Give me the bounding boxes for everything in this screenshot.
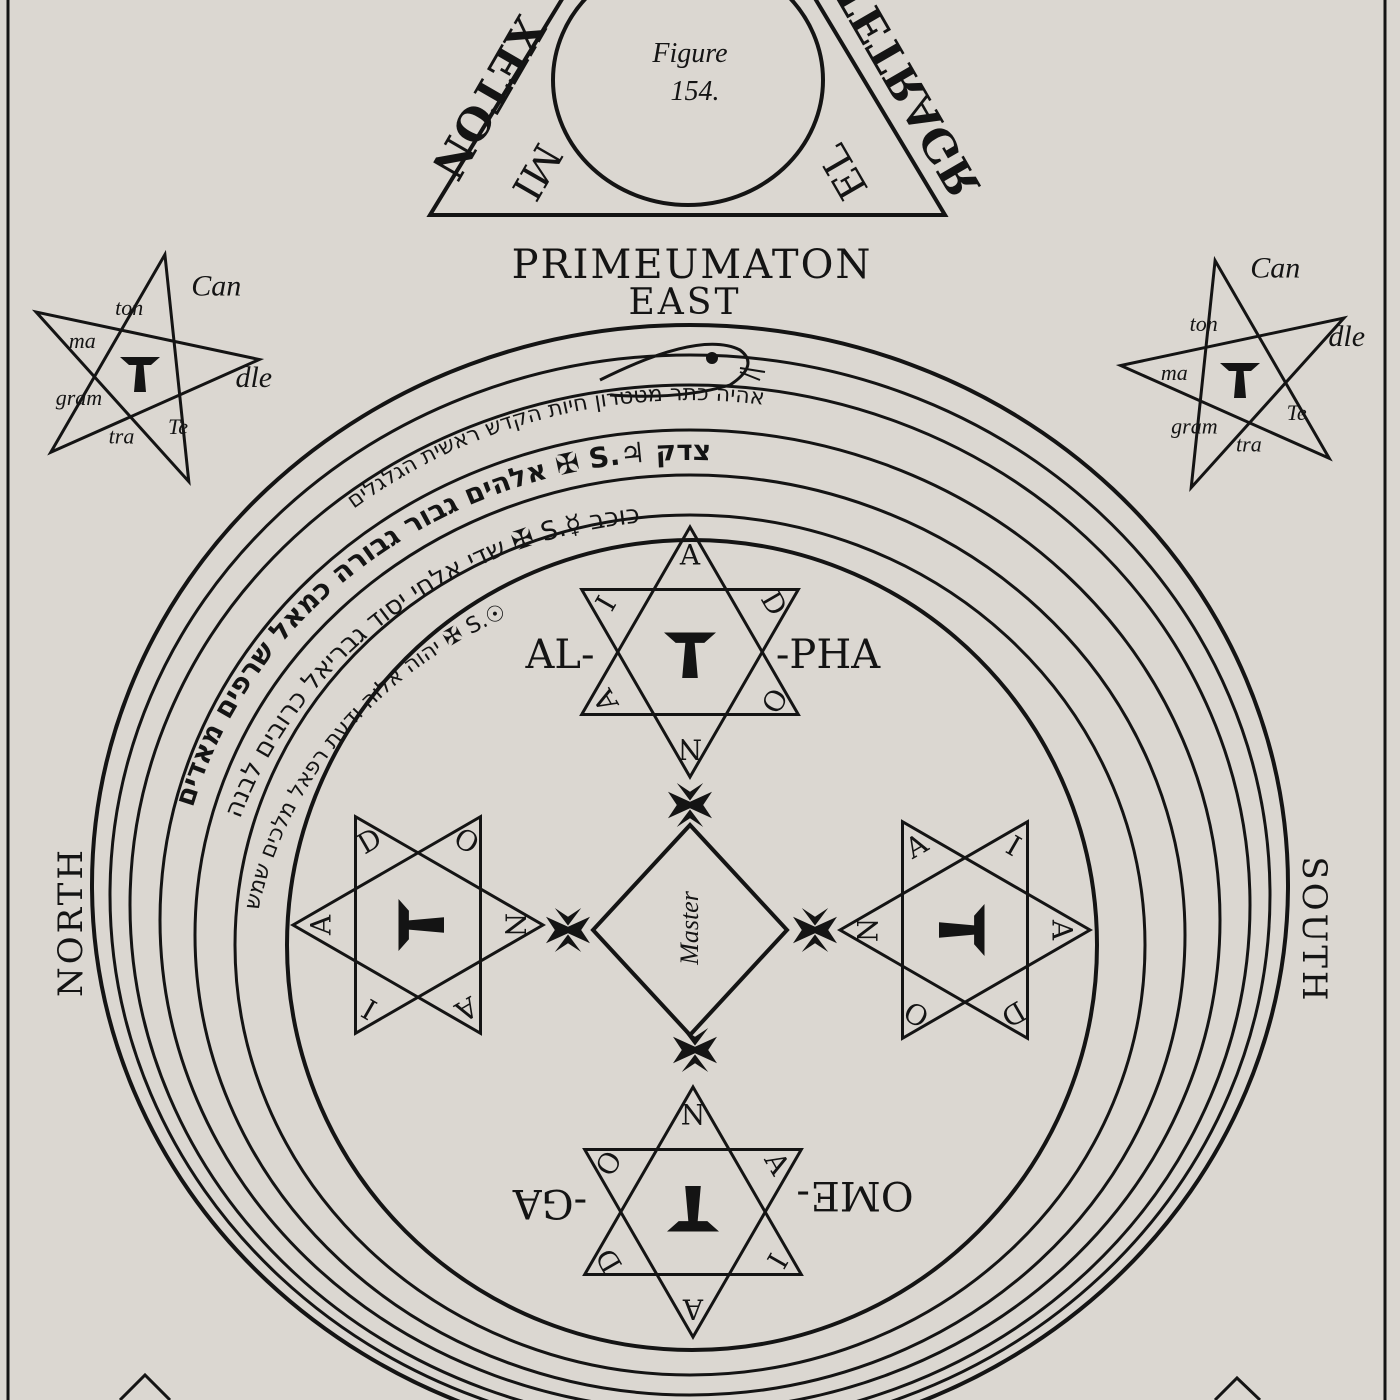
text-ring-1 — [193, 473, 1187, 1397]
figure-number: 154. — [671, 76, 720, 107]
hexagram-right-triangle-up — [901, 819, 1093, 1041]
serpent-outline-inner — [158, 428, 1222, 1400]
hexagram-left-letter: N — [499, 913, 532, 938]
pentagram-right-star — [1115, 255, 1349, 493]
hexagram-left-letter: A — [305, 914, 338, 936]
pentagram-left-tau-cross-icon — [120, 357, 160, 392]
pentagram-bottom-right-tip — [1213, 1375, 1262, 1400]
pentagram-right-tau-cross-icon — [1220, 363, 1260, 398]
outer-ring-2 — [108, 353, 1272, 1400]
figure-label: Figure — [651, 38, 727, 69]
pentagram-left-word: gram — [56, 385, 102, 410]
hexagram-bottom-tau-cross-icon — [667, 1186, 719, 1232]
hexagram-left-tau-cross-icon — [398, 899, 444, 951]
outer-ring — [90, 323, 1290, 1400]
serpent-tongue — [739, 367, 766, 381]
hexagram-left-triangle-down — [354, 814, 546, 1036]
inner-circle — [285, 538, 1099, 1352]
hexagram-bottom-triangle-down — [582, 1084, 804, 1276]
omega-left: -GA — [512, 1180, 587, 1226]
triangle-inner-right: EL — [810, 136, 878, 207]
pentagram-left-star — [31, 249, 265, 487]
pentagram-right-word: Can — [1250, 252, 1300, 285]
hexagram-right-letter: N — [852, 918, 885, 943]
hexagram-top-tau-cross-icon — [664, 632, 716, 678]
text-ring-2 — [233, 513, 1147, 1377]
top-triangle — [426, 0, 949, 217]
cross-right-icon — [793, 908, 837, 952]
hexagram-top-letter: A — [679, 539, 701, 572]
cross-left-icon — [546, 908, 590, 952]
cross-bottom-icon — [673, 1028, 717, 1072]
hexagram-right-tau-cross-icon — [939, 904, 985, 956]
top-circle — [551, 0, 825, 207]
master-label: Master — [675, 890, 704, 966]
triangle-inner-left: MI — [502, 135, 570, 207]
hexagram-top-triangle-down — [579, 588, 801, 780]
pentagram-left-word: tra — [109, 423, 135, 448]
south-label: SOUTH — [1294, 856, 1334, 1003]
pentagram-right-word: ma — [1161, 360, 1188, 385]
serpent-eye — [706, 352, 718, 364]
hexagram-top-triangle-up — [579, 524, 801, 716]
pentagram-left-word: Can — [191, 269, 241, 302]
pentagram-right-word: Te — [1287, 400, 1307, 425]
alpha-right: -PHA — [776, 632, 881, 678]
hexagram-right-triangle-down — [837, 819, 1029, 1041]
pentagram-left-word: dle — [235, 361, 272, 394]
pentagram-left-word: Te — [168, 414, 188, 439]
alpha-left: AL- — [525, 632, 595, 678]
hexagram-left-triangle-up — [290, 814, 482, 1036]
pentagram-right-word: dle — [1328, 320, 1365, 353]
hexagram-bottom-letter: N — [681, 1099, 706, 1132]
cross-top-icon — [668, 783, 712, 827]
pentagram-bottom-left-tip — [118, 1372, 172, 1400]
hexagram-bottom-letter: A — [682, 1293, 704, 1326]
serpent-head — [599, 342, 750, 398]
serpent-outline-outer — [128, 383, 1252, 1400]
pentagram-right-word: ton — [1190, 311, 1218, 336]
omega-right: OME- — [796, 1172, 913, 1218]
north-label: NORTH — [51, 847, 91, 997]
hexagram-right-letter: A — [1046, 919, 1079, 941]
pentagram-right-word: gram — [1171, 414, 1217, 439]
east-label: EAST — [629, 282, 742, 323]
pentagram-left-word: ton — [115, 295, 143, 320]
primeumaton-label: PRIMEUMATON — [512, 242, 873, 288]
pentagram-left-word: ma — [69, 328, 96, 353]
hexagram-top-letter: N — [678, 733, 703, 766]
pentagram-right-word: tra — [1236, 431, 1262, 456]
hexagram-bottom-triangle-up — [582, 1148, 804, 1340]
